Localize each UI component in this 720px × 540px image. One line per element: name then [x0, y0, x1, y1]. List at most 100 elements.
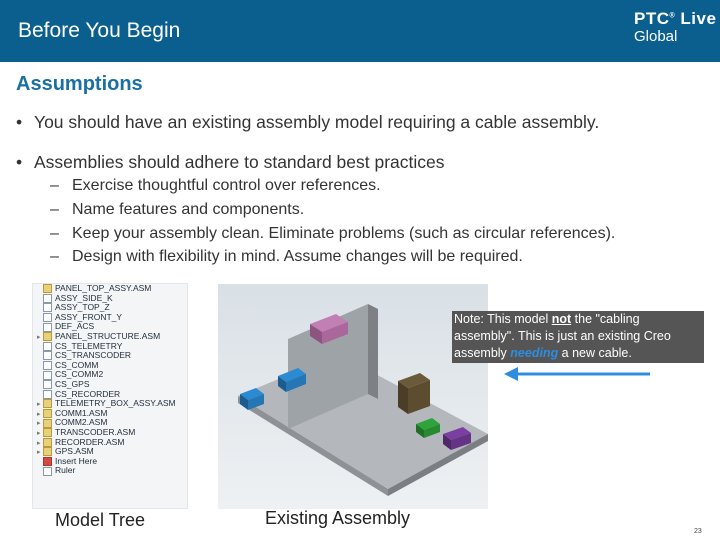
sub-bullet: –Exercise thoughtful control over refere… [50, 177, 381, 194]
sub-bullet-text: Keep your assembly clean. Eliminate prob… [72, 225, 616, 242]
tree-item-label: CS_TRANSCODER [55, 350, 132, 361]
ptc-live-global-logo: PTC® Live Global [634, 10, 716, 44]
tree-item-label: CS_RECORDER [55, 388, 121, 399]
tree-item[interactable]: ▸ TRANSCODER.ASM [33, 426, 187, 438]
tree-item-label: TRANSCODER.ASM [55, 426, 136, 437]
bullet-item: •You should have an existing assembly mo… [16, 112, 600, 132]
feature-icon [43, 370, 52, 380]
tree-item-label: RECORDER.ASM [55, 436, 125, 447]
feature-icon [43, 389, 52, 399]
recorder-box [398, 373, 430, 388]
expand-icon[interactable]: ▸ [37, 420, 41, 428]
feature-icon [43, 361, 52, 370]
tree-item[interactable]: PANEL_TOP_ASSY.ASM [33, 284, 187, 294]
feature-icon [43, 351, 52, 361]
tree-item[interactable]: CS_COMM [33, 359, 187, 371]
note-text: Note: This model [454, 312, 552, 326]
logo-text-live: Live [675, 9, 717, 28]
note-box: Note: This model not the "cabling assemb… [452, 311, 704, 363]
assembly-icon [43, 428, 52, 438]
tree-item-label: CS_GPS [55, 378, 90, 389]
tree-item[interactable]: ASSY_SIDE_K [33, 292, 187, 304]
feature-icon [43, 322, 52, 332]
sub-bullet-text: Name features and components. [72, 201, 305, 218]
tree-item[interactable]: CS_GPS [33, 378, 187, 390]
note-text: the "cabling assembly". This is just an … [454, 312, 671, 360]
sub-bullet: –Design with flexibility in mind. Assume… [50, 248, 523, 265]
tree-item[interactable]: ▸PANEL_STRUCTURE.ASM [33, 331, 187, 342]
sub-bullet-text: Design with flexibility in mind. Assume … [72, 248, 523, 265]
blue-box [278, 368, 306, 382]
tree-item[interactable]: ▸ TELEMETRY_BOX_ASSY.ASM [33, 398, 187, 409]
expand-icon[interactable]: ▸ [37, 401, 41, 409]
assembly-icon [43, 332, 52, 342]
assembly-icon [43, 399, 52, 409]
assembly-illustration [238, 304, 488, 496]
tree-item[interactable]: ▸ COMM1.ASM [33, 407, 187, 419]
sub-bullet: –Keep your assembly clean. Eliminate pro… [50, 225, 616, 242]
tree-item-label: CS_COMM2 [55, 369, 104, 380]
tree-item[interactable]: ▸ RECORDER.ASM [33, 436, 187, 448]
tree-item-label: Insert Here [55, 455, 98, 466]
expand-icon[interactable]: ▸ [37, 439, 41, 447]
slide-title: Before You Begin [18, 19, 181, 42]
tree-item-label: ASSY_FRONT_Y [55, 311, 123, 322]
tree-item[interactable]: ASSY_TOP_Z [33, 302, 187, 313]
left-arrow-icon [504, 367, 650, 381]
feature-icon [43, 303, 52, 313]
tree-item[interactable]: Ruler [33, 465, 187, 476]
tree-item-label: ASSY_SIDE_K [55, 292, 113, 303]
green-box [416, 418, 440, 430]
tree-item-label: COMM1.ASM [55, 407, 108, 418]
note-highlight: needing [510, 346, 559, 360]
tree-item[interactable]: ▸ COMM2.ASM [33, 418, 187, 428]
expand-icon[interactable]: ▸ [37, 449, 41, 457]
tree-item-label: GPS.ASM [55, 446, 94, 457]
feature-icon [43, 456, 52, 466]
expand-icon[interactable]: ▸ [37, 333, 41, 341]
tree-item-label: DEF_ACS [55, 321, 95, 332]
bullet-text: You should have an existing assembly mod… [34, 112, 600, 132]
tree-item[interactable]: DEF_ACS [33, 322, 187, 332]
assembly-icon [43, 418, 52, 428]
header-bar: Before You Begin PTC® Live Global [0, 0, 720, 62]
tree-item-label: PANEL_TOP_ASSY.ASM [55, 283, 152, 293]
bullet-item: •Assemblies should adhere to standard be… [16, 152, 445, 172]
assembly-icon [43, 447, 52, 457]
feature-icon [43, 380, 52, 390]
assembly-3d-view [218, 284, 488, 509]
tree-item-label: COMM2.ASM [55, 417, 108, 428]
sub-bullet-text: Exercise thoughtful control over referen… [72, 177, 381, 194]
tree-item[interactable]: ▸ GPS.ASM [33, 446, 187, 457]
assembly-icon [43, 408, 52, 418]
caption-existing-assembly: Existing Assembly [265, 508, 411, 528]
tree-item[interactable]: CS_TRANSCODER [33, 350, 187, 361]
sub-bullet: –Name features and components. [50, 201, 305, 218]
tree-item-label: TELEMETRY_BOX_ASSY.ASM [55, 398, 176, 409]
note-text: a new cable. [558, 346, 632, 360]
bullet-text: Assemblies should adhere to standard bes… [34, 152, 445, 172]
assembly-icon [43, 437, 52, 447]
caption-model-tree: Model Tree [55, 510, 146, 530]
tree-item-label: ASSY_TOP_Z [55, 302, 110, 313]
tree-item[interactable]: CS_COMM2 [33, 370, 187, 380]
tree-item-label: CS_COMM [55, 359, 99, 370]
page-number: 23 [694, 528, 702, 535]
expand-icon[interactable]: ▸ [37, 429, 41, 437]
logo-text-global: Global [634, 28, 678, 45]
top-box [310, 314, 348, 332]
assembly-icon [43, 284, 52, 294]
feature-icon [43, 466, 52, 476]
purple-box [443, 427, 471, 440]
vertical-panel [288, 304, 368, 429]
tree-item-label: Ruler [55, 465, 76, 476]
tree-item[interactable]: ASSY_FRONT_Y [33, 311, 187, 323]
note-emphasis: not [551, 312, 572, 326]
tree-item[interactable]: CS_TELEMETRY [33, 341, 187, 352]
tree-item[interactable]: CS_RECORDER [33, 388, 187, 400]
expand-icon[interactable]: ▸ [37, 410, 41, 418]
feature-icon [43, 313, 52, 323]
feature-icon [43, 293, 52, 303]
tree-item[interactable]: Insert Here [33, 455, 187, 467]
